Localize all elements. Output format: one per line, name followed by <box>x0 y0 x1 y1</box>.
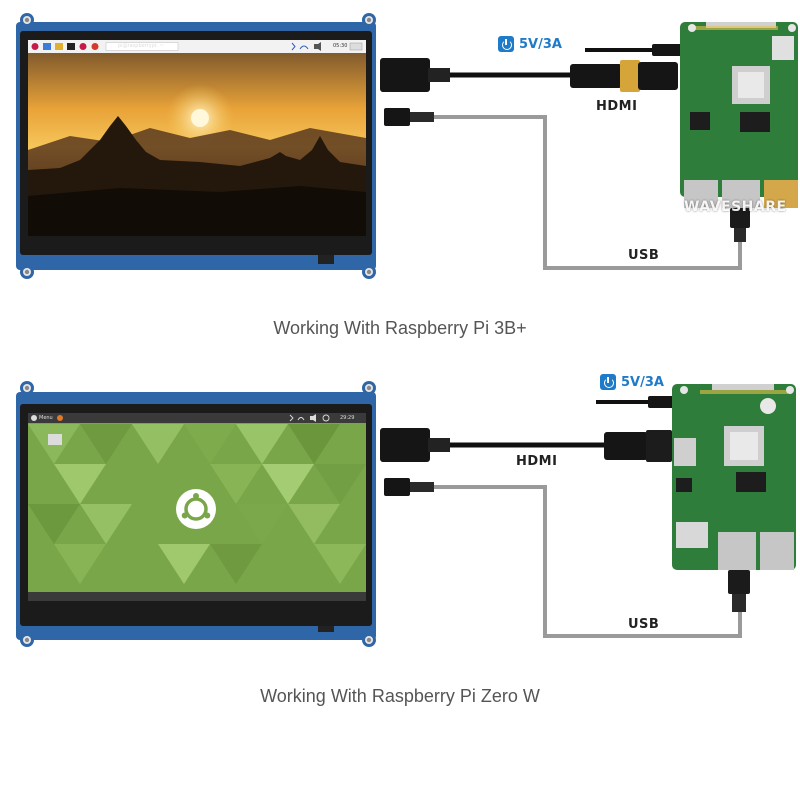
browser-icon[interactable] <box>43 43 51 50</box>
power-label: 5V/3A <box>519 36 562 52</box>
taskbar-pi3 <box>31 42 363 51</box>
firefox-icon[interactable] <box>57 415 63 421</box>
scene-pi3-illustration <box>16 13 798 279</box>
terminal-task-button[interactable] <box>105 42 179 51</box>
lcd-connectors-pi3 <box>380 58 450 126</box>
app-icon-2[interactable] <box>91 43 99 50</box>
terminal-tab-label: pi@raspberrypi: ~ <box>118 43 164 49</box>
raspberry-menu-icon[interactable] <box>31 43 39 50</box>
hdmi-label-zero: HDMI <box>516 454 558 469</box>
wifi-icon[interactable] <box>299 45 309 50</box>
menu-icon[interactable] <box>31 415 37 421</box>
power-label: 5V/3A <box>621 374 664 390</box>
folder-icon[interactable] <box>55 43 63 50</box>
waveshare-watermark: WAVESHARE <box>684 199 787 215</box>
app-icon[interactable] <box>79 43 87 50</box>
taskbar-zero <box>31 414 330 445</box>
terminal-icon[interactable] <box>67 43 75 50</box>
menu-label: Menu <box>39 415 53 421</box>
usb-cable-pi3 <box>434 115 742 270</box>
wifi-icon[interactable] <box>297 417 305 421</box>
usb-label-zero: USB <box>628 617 660 632</box>
caption-pi3: Working With Raspberry Pi 3B+ <box>273 318 527 338</box>
usb-plug-pi3 <box>730 208 750 242</box>
volume-icon[interactable] <box>310 414 316 422</box>
lcd-connectors-zero <box>380 428 450 496</box>
volume-icon[interactable] <box>314 42 321 51</box>
scene-zero-illustration <box>16 381 796 647</box>
desktop-home-icon[interactable] <box>48 434 62 445</box>
usb-cable-zero <box>434 485 742 638</box>
eject-icon[interactable] <box>349 42 363 51</box>
usb-label-pi3: USB <box>628 248 660 263</box>
taskbar-clock: 05:30 <box>333 43 348 49</box>
hdmi-adapter-pi3 <box>570 60 678 92</box>
power-icon <box>498 36 514 52</box>
hdmi-label-pi3: HDMI <box>596 99 638 114</box>
bluetooth-icon[interactable] <box>291 42 296 51</box>
scene-zero: Menu 29:29 5V/3A HDMI USB <box>0 372 800 672</box>
power-badge-zero: 5V/3A <box>600 374 664 390</box>
usb-plug-zero <box>728 570 750 612</box>
pi3-board <box>680 22 798 208</box>
power-badge-pi3: 5V/3A <box>498 36 562 52</box>
lcd-display-pi3 <box>28 40 366 236</box>
hdmi-plug-zero <box>604 430 672 462</box>
scene-pi3: pi@raspberrypi: ~ 05:30 5V/3A HDMI USB W… <box>0 0 800 300</box>
ubuntu-mate-logo <box>176 489 216 529</box>
bluetooth-icon[interactable] <box>289 414 294 422</box>
caption-zero: Working With Raspberry Pi Zero W <box>260 686 540 706</box>
pi-zero-board <box>672 384 796 570</box>
power-icon <box>600 374 616 390</box>
taskbar-clock-zero: 29:29 <box>340 415 355 421</box>
power-menu-icon[interactable] <box>322 414 330 422</box>
